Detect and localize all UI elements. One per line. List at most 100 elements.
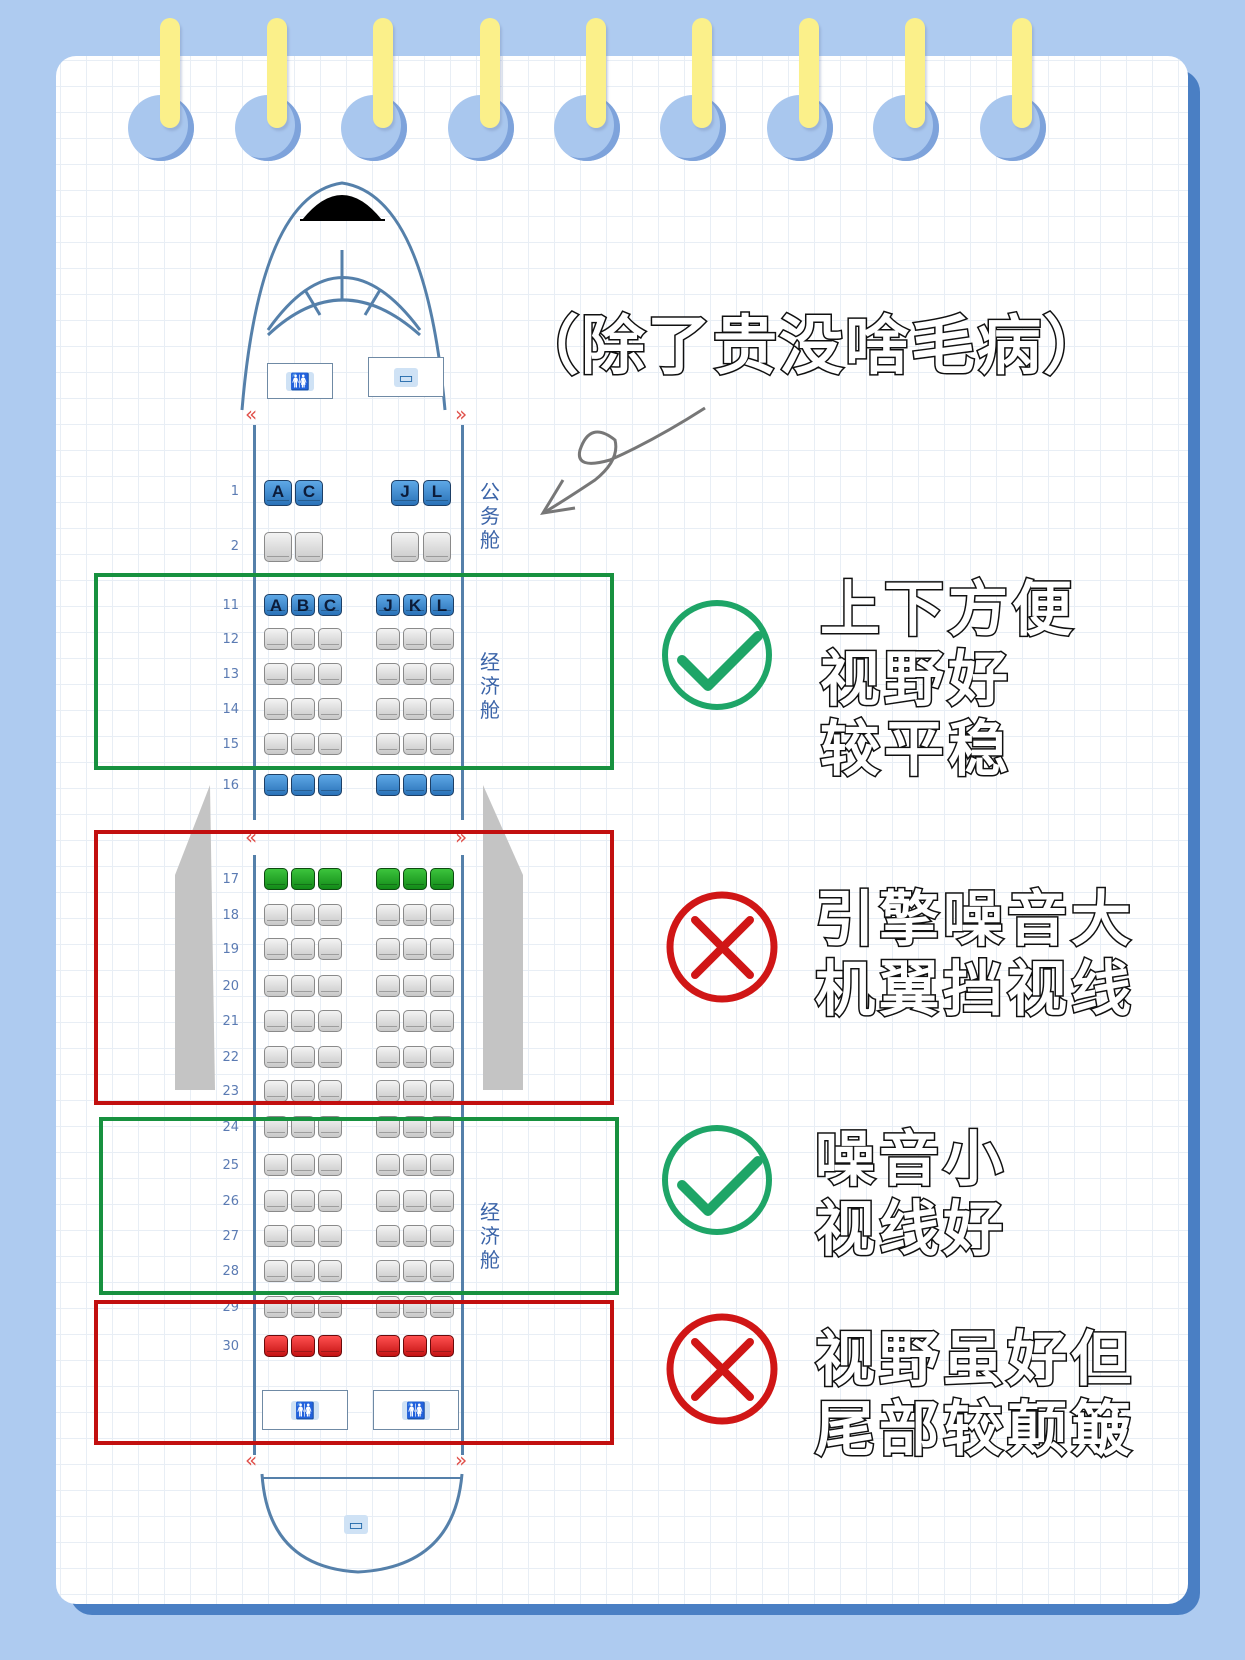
seat[interactable]	[291, 698, 315, 720]
seat[interactable]	[264, 663, 288, 685]
seat[interactable]	[430, 1335, 454, 1357]
seat[interactable]	[318, 1154, 342, 1176]
seat[interactable]	[291, 975, 315, 997]
seat[interactable]	[264, 1335, 288, 1357]
seat[interactable]	[430, 1154, 454, 1176]
seat[interactable]	[430, 663, 454, 685]
seat[interactable]	[264, 868, 288, 890]
seat[interactable]	[403, 1190, 427, 1212]
seat[interactable]	[403, 733, 427, 755]
seat[interactable]: K	[403, 594, 427, 616]
seat[interactable]: B	[291, 594, 315, 616]
seat[interactable]	[403, 663, 427, 685]
seat[interactable]	[376, 628, 400, 650]
seat[interactable]	[318, 1116, 342, 1138]
seat[interactable]	[291, 904, 315, 926]
seat[interactable]	[318, 1190, 342, 1212]
seat[interactable]: A	[264, 594, 288, 616]
seat[interactable]	[376, 868, 400, 890]
seat[interactable]: L	[423, 480, 451, 506]
seat[interactable]	[403, 938, 427, 960]
seat[interactable]	[291, 868, 315, 890]
seat[interactable]	[430, 868, 454, 890]
seat[interactable]	[264, 1260, 288, 1282]
seat[interactable]	[430, 1046, 454, 1068]
seat[interactable]	[403, 1154, 427, 1176]
seat[interactable]	[264, 1046, 288, 1068]
seat[interactable]	[264, 774, 288, 796]
seat[interactable]	[318, 733, 342, 755]
seat[interactable]	[376, 938, 400, 960]
seat[interactable]	[291, 663, 315, 685]
seat[interactable]	[403, 1046, 427, 1068]
seat[interactable]	[318, 1335, 342, 1357]
seat[interactable]	[295, 532, 323, 562]
seat[interactable]	[318, 663, 342, 685]
seat[interactable]	[264, 938, 288, 960]
seat[interactable]	[403, 904, 427, 926]
seat[interactable]	[291, 733, 315, 755]
seat[interactable]	[430, 1260, 454, 1282]
seat[interactable]	[264, 904, 288, 926]
seat[interactable]	[403, 1260, 427, 1282]
seat[interactable]	[376, 733, 400, 755]
seat[interactable]	[403, 698, 427, 720]
seat[interactable]	[291, 1190, 315, 1212]
seat[interactable]	[376, 1190, 400, 1212]
seat[interactable]	[376, 1154, 400, 1176]
seat[interactable]	[403, 628, 427, 650]
seat[interactable]	[318, 1260, 342, 1282]
seat[interactable]	[291, 1225, 315, 1247]
seat[interactable]: C	[318, 594, 342, 616]
seat[interactable]	[376, 1046, 400, 1068]
seat[interactable]	[430, 698, 454, 720]
seat[interactable]	[318, 975, 342, 997]
seat[interactable]	[291, 1260, 315, 1282]
seat[interactable]	[318, 1046, 342, 1068]
seat[interactable]	[318, 904, 342, 926]
seat[interactable]	[376, 1116, 400, 1138]
seat[interactable]	[430, 733, 454, 755]
seat[interactable]	[318, 698, 342, 720]
seat[interactable]	[291, 1154, 315, 1176]
seat[interactable]	[430, 904, 454, 926]
seat[interactable]	[291, 1010, 315, 1032]
seat[interactable]	[376, 1335, 400, 1357]
seat[interactable]	[291, 1335, 315, 1357]
seat[interactable]	[264, 1190, 288, 1212]
seat[interactable]	[430, 1010, 454, 1032]
seat[interactable]	[430, 938, 454, 960]
seat[interactable]	[376, 1225, 400, 1247]
seat[interactable]: C	[295, 480, 323, 506]
seat[interactable]	[264, 1010, 288, 1032]
seat[interactable]	[318, 938, 342, 960]
seat[interactable]	[430, 774, 454, 796]
seat[interactable]	[264, 733, 288, 755]
seat[interactable]	[430, 1225, 454, 1247]
seat[interactable]	[291, 1116, 315, 1138]
seat[interactable]	[264, 1225, 288, 1247]
seat[interactable]	[376, 774, 400, 796]
seat[interactable]	[264, 532, 292, 562]
seat[interactable]	[403, 1225, 427, 1247]
seat[interactable]	[423, 532, 451, 562]
seat[interactable]	[291, 628, 315, 650]
seat[interactable]: J	[391, 480, 419, 506]
seat[interactable]	[318, 1225, 342, 1247]
seat[interactable]	[318, 774, 342, 796]
seat[interactable]	[430, 1190, 454, 1212]
seat[interactable]: J	[376, 594, 400, 616]
seat[interactable]	[403, 868, 427, 890]
seat[interactable]	[376, 698, 400, 720]
seat[interactable]	[403, 1010, 427, 1032]
seat[interactable]: L	[430, 594, 454, 616]
seat[interactable]	[430, 1116, 454, 1138]
seat[interactable]	[403, 1116, 427, 1138]
seat[interactable]	[391, 532, 419, 562]
seat[interactable]: A	[264, 480, 292, 506]
seat[interactable]	[264, 1080, 288, 1102]
seat[interactable]	[430, 975, 454, 997]
seat[interactable]	[403, 774, 427, 796]
seat[interactable]	[264, 628, 288, 650]
seat[interactable]	[318, 868, 342, 890]
